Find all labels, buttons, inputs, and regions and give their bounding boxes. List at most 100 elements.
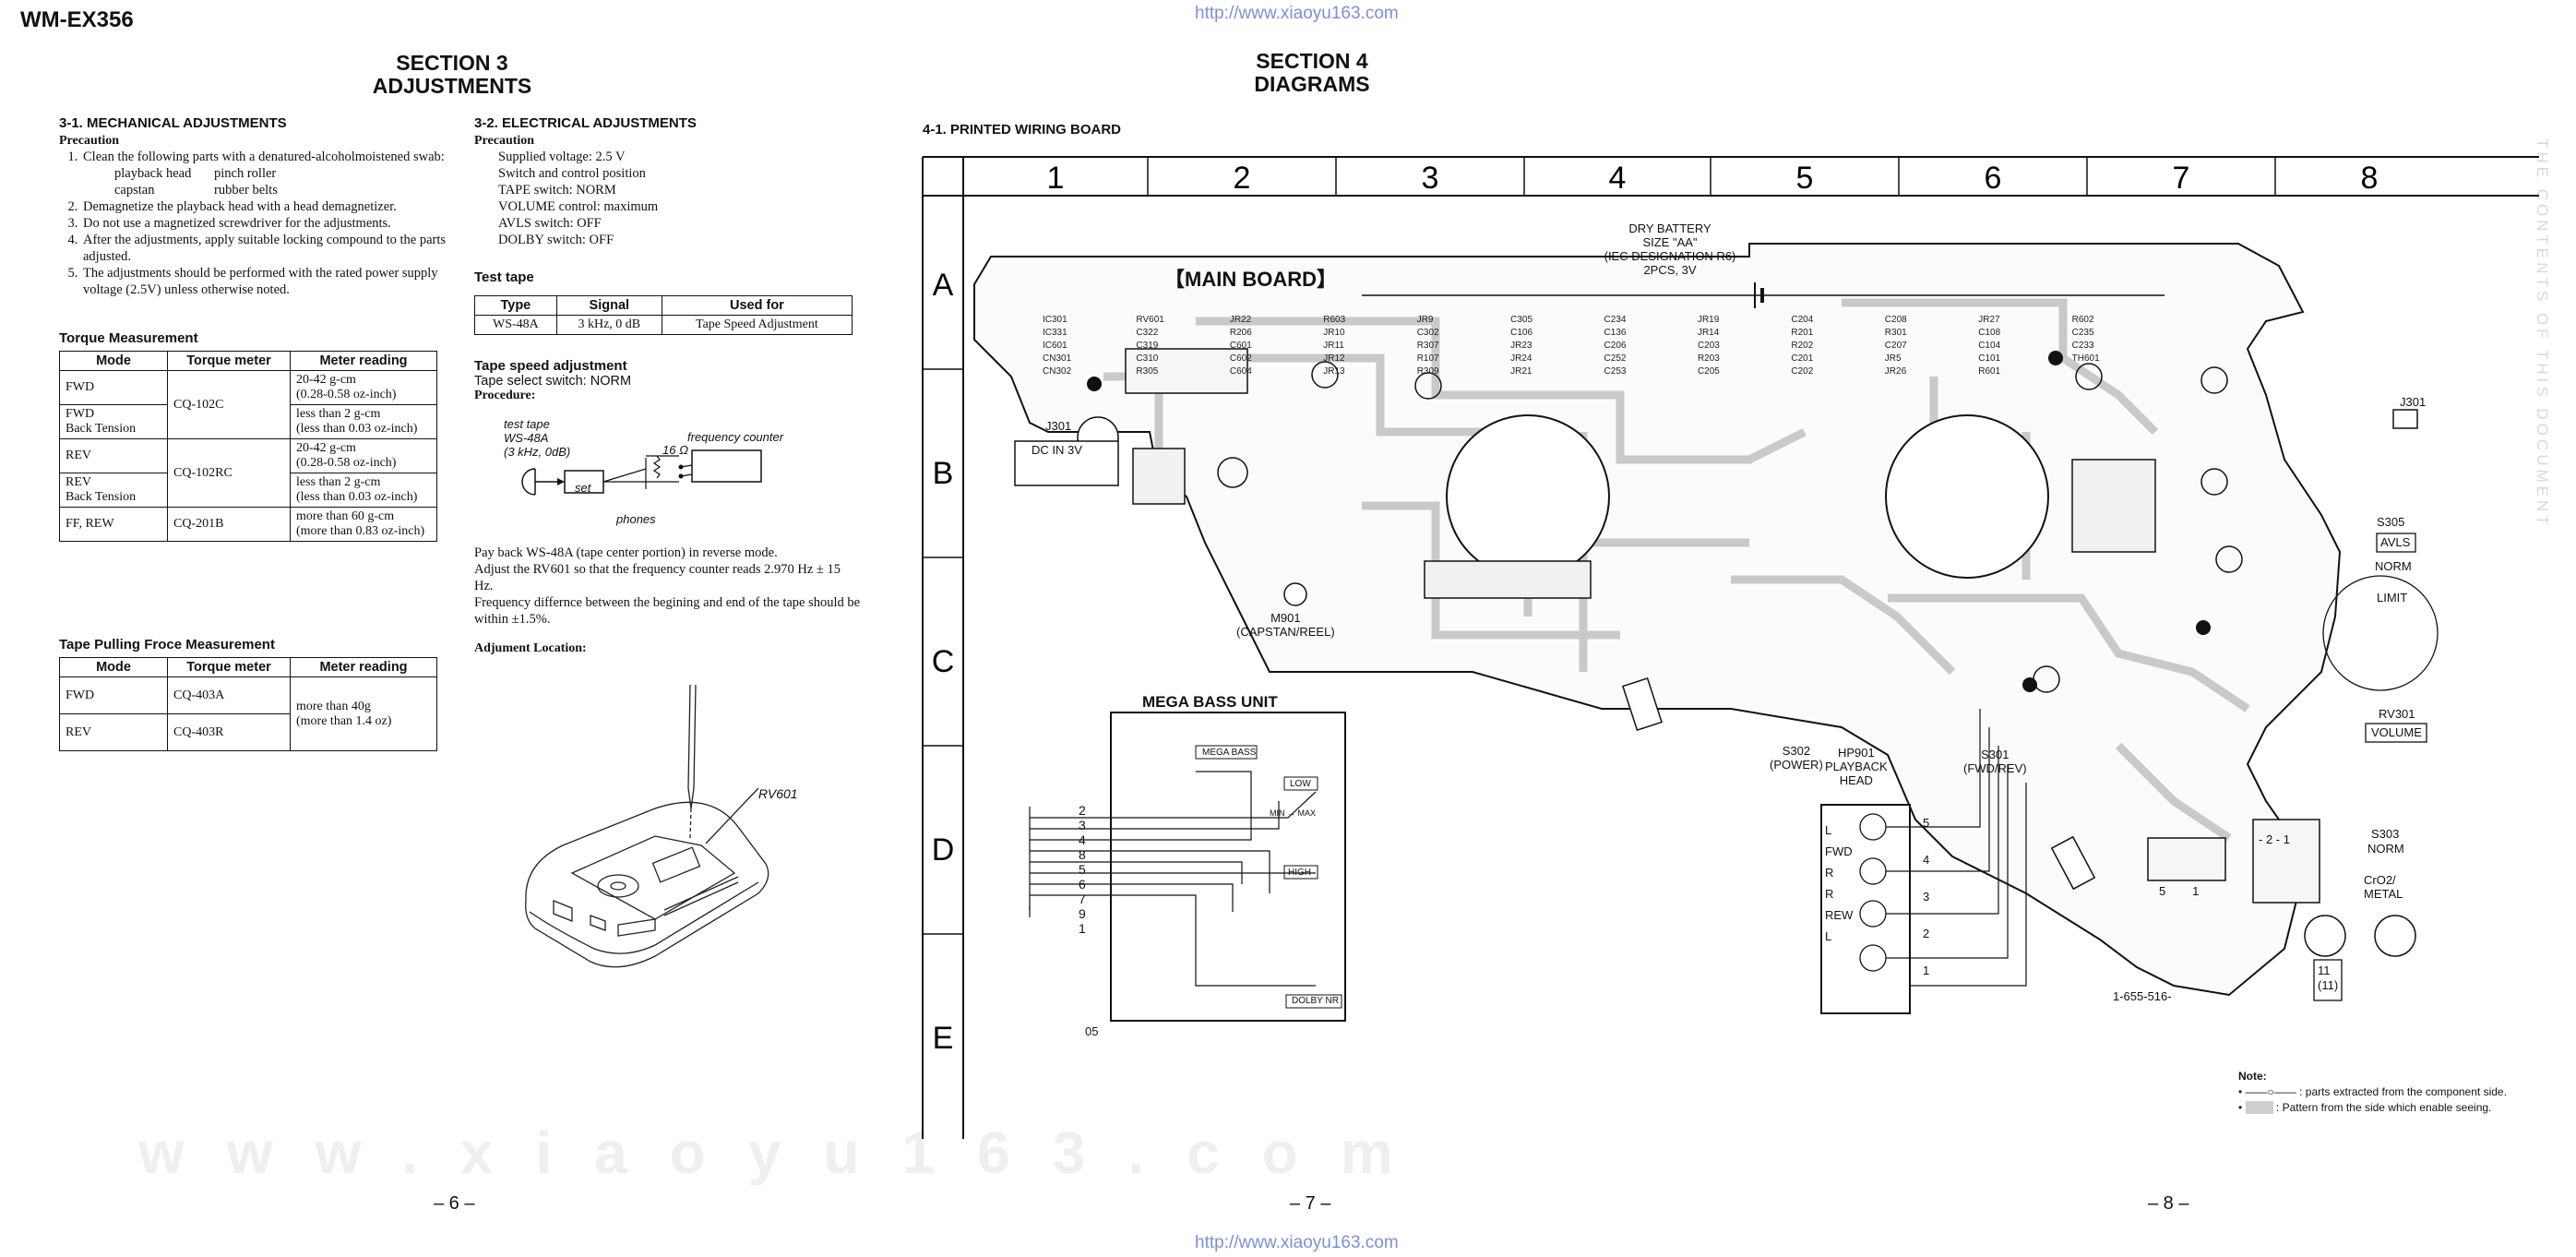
note-line-1: • ——○—— : parts extracted from the compo… (2238, 1085, 2507, 1098)
note-line-2: • : Pattern from the side which enable s… (2238, 1101, 2492, 1114)
s303-label: S303 (2371, 827, 2400, 841)
elec-line: VOLUME control: maximum (498, 199, 659, 214)
grid-column-label: 5 (1796, 161, 1814, 196)
table-row: FWD CQ-403A more than 40g (more than 1.4… (59, 676, 437, 751)
elec-line: Switch and control position (498, 166, 646, 181)
grid-row-label: A (933, 268, 954, 303)
component-designator: C206 (1604, 341, 1627, 351)
mega-pin: 4 (1079, 832, 1086, 847)
grid-column-label: 3 (1422, 161, 1439, 196)
head-terminal-label: FWD (1825, 844, 1853, 858)
torque-mode: REV (59, 438, 168, 473)
component-designator: IC331 (1043, 328, 1067, 338)
component-designator: JR21 (1510, 366, 1532, 377)
test-tape-cell: WS-48A (474, 315, 557, 335)
section-title: SECTION 4 (1256, 49, 1368, 73)
s305-label: S305 (2377, 515, 2405, 529)
mega-bass-switch-label: MEGA BASS (1202, 748, 1257, 758)
avls-label: AVLS (2380, 535, 2411, 549)
s301-label: S301 (FWD/REV) (1963, 748, 2027, 775)
location-title: Adjument Location: (474, 641, 587, 655)
component-designator: C235 (2071, 328, 2094, 338)
test-tape-header: Used for (661, 295, 853, 316)
component-designator: C204 (1791, 315, 1814, 325)
torque-meter: CQ-102RC (167, 438, 291, 508)
pulling-reading: more than 40g (more than 1.4 oz) (290, 676, 437, 751)
mech-heading: 3-1. MECHANICAL ADJUSTMENTS (59, 115, 287, 131)
head-label: HP901 PLAYBACK HEAD (1825, 746, 1888, 787)
head-terminal-label: L (1825, 929, 1832, 943)
tape-speed-section: Tape speed adjustment Tape select switch… (474, 358, 862, 403)
mega-05-label: 05 (1085, 1024, 1099, 1038)
component-designator: C203 (1697, 341, 1720, 351)
component-designator: R601 (1978, 366, 2001, 377)
section-subtitle: DIAGRAMS (1254, 72, 1370, 96)
component-designator: R603 (1323, 315, 1346, 325)
speed-title: Tape speed adjustment (474, 358, 627, 374)
component-designator: C101 (1978, 353, 2001, 364)
component-designator: CN301 (1043, 353, 1072, 364)
torque-reading: more than 60 g-cm (more than 0.83 oz-inc… (290, 507, 437, 542)
test-tape-table: Type Signal Used for WS-48A 3 kHz, 0 dB … (474, 295, 853, 335)
bottom-url-link[interactable]: http://www.xiaoyu163.com (1195, 1233, 1399, 1252)
pulling-title: Tape Pulling Froce Measurement (59, 637, 275, 652)
mech-precaution: Precaution (59, 134, 120, 148)
procedure-paragraph: Pay back WS-48A (tape center portion) in… (474, 545, 778, 560)
part-number-label: 1-655-516- (2113, 989, 2172, 1003)
mega-pin: 1 (1079, 921, 1086, 936)
pwb-heading: 4-1. PRINTED WIRING BOARD (923, 122, 1122, 138)
page-number-8: – 8 – (2148, 1193, 2189, 1214)
component-designator: JR23 (1510, 341, 1532, 351)
grid-column-label: 6 (1985, 161, 2002, 196)
head-pin: 2 (1923, 927, 1930, 940)
pulling-mode: FWD (59, 676, 168, 714)
mech-step: Clean the following parts with a denatur… (81, 149, 447, 198)
table-row: WS-48A 3 kHz, 0 dB Tape Speed Adjustment (474, 315, 853, 335)
dolby-nr-label: DOLBY NR (1292, 996, 1339, 1006)
torque-reading: less than 2 g-cm (less than 0.03 oz-inch… (290, 473, 437, 508)
frequency-counter-label: frequency counter (687, 430, 784, 444)
test-tape-header: Type (474, 295, 557, 316)
volume-label: VOLUME (2371, 725, 2422, 739)
torque-mode: REV Back Tension (59, 473, 168, 508)
grid-row-label: B (933, 456, 954, 491)
note-title: Note: (2238, 1070, 2267, 1083)
speed-procedure-text: Pay back WS-48A (tape center portion) in… (474, 545, 862, 657)
torque-reading: 20-42 g-cm (0.28-0.58 oz-inch) (290, 438, 437, 473)
swab-part: pinch roller (214, 166, 277, 181)
component-designator: C601 (1229, 341, 1252, 351)
component-designator: JR14 (1697, 328, 1720, 338)
mega-pin: 9 (1079, 906, 1086, 921)
mega-pin-list: 2 3 4 8 5 6 7 9 1 (1079, 803, 1086, 936)
dc-in-label: DC IN 3V (1032, 443, 1082, 457)
top-url-link[interactable]: http://www.xiaoyu163.com (1195, 4, 1399, 23)
component-side-icon: • ——○—— (2238, 1085, 2296, 1098)
grid-column-label: 8 (2361, 161, 2379, 196)
procedure-paragraph: Frequency differnce between the begining… (474, 595, 861, 627)
test-tape-title: Test tape (474, 269, 534, 285)
component-designator: JR26 (1884, 366, 1907, 377)
motor-label: M901 (CAPSTAN/REEL) (1236, 611, 1335, 639)
component-designator: JR13 (1323, 366, 1345, 377)
swab-part: rubber belts (214, 183, 278, 198)
component-designator: C234 (1604, 315, 1627, 325)
rv301-label: RV301 (2379, 707, 2415, 721)
elec-precaution: Precaution (474, 134, 535, 148)
grid-column-label: 1 (1047, 161, 1065, 196)
component-designator: C208 (1884, 315, 1907, 325)
swab-part: playback head (114, 166, 192, 181)
speed-setup-diagram (521, 449, 762, 496)
mech-step: The adjustments should be performed with… (81, 265, 447, 298)
grid-column-label: 2 (1234, 161, 1251, 196)
component-designator: C604 (1229, 366, 1252, 377)
grid-row-label: E (933, 1021, 954, 1056)
torque-title: Torque Measurement (59, 330, 198, 346)
cassette-player-illustration (525, 684, 769, 968)
torque-reading: 20-42 g-cm (0.28-0.58 oz-inch) (290, 370, 437, 405)
page-number-7: – 7 – (1290, 1193, 1331, 1214)
pulling-meter: CQ-403R (167, 713, 291, 751)
component-designator: IC301 (1043, 315, 1067, 325)
mega-pin: 5 (1079, 862, 1086, 877)
component-designator: C319 (1136, 341, 1159, 351)
component-designator: JR12 (1323, 353, 1345, 364)
